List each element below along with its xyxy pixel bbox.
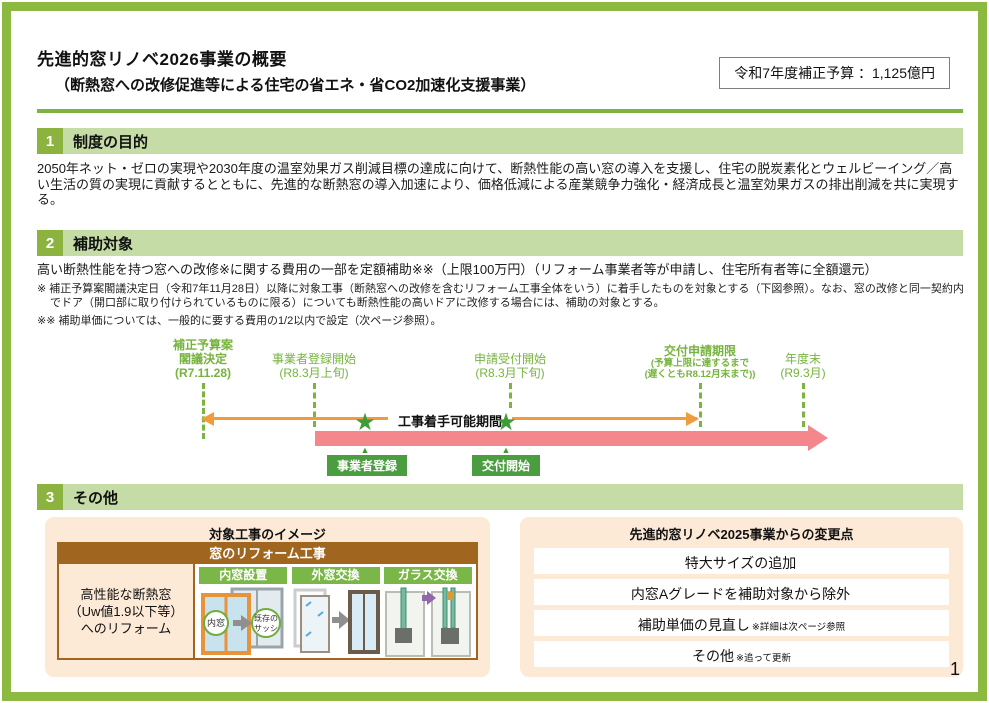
section-1-header: 1 制度の目的	[37, 128, 963, 154]
star-icon: ★	[354, 409, 376, 436]
inner-window-label: 内窓	[207, 617, 225, 628]
section-1-number: 1	[37, 128, 63, 154]
target-works-title: 対象工事のイメージ	[209, 527, 326, 542]
inner-window-illustration: 内窓 既存の サッシ	[201, 587, 284, 655]
page-title: 先進的窓リノベ2026事業の概要	[37, 50, 287, 69]
change-item: その他※追って更新	[534, 641, 949, 667]
up-arrow-icon: ▲	[501, 445, 511, 455]
purple-arrow-icon	[421, 591, 436, 605]
section-3-header: 3 その他	[37, 484, 963, 510]
glass-swap-label: ガラス交換	[383, 567, 472, 584]
window-reform-header: 窓のリフォーム工事	[59, 544, 476, 564]
section-2-title: 補助対象	[73, 235, 134, 253]
high-performance-window-label: 高性能な断熱窓 （Uw値1.9以下等） へのリフォーム	[59, 564, 195, 658]
construction-period-arrow: 工事着手可能期間	[201, 411, 699, 430]
milestone-cabinet-decision: 補正予算案閣議決定(R7.11.28)	[172, 338, 234, 380]
timeline-dash-5	[802, 383, 805, 427]
change-item: 内窓Aグレードを補助対象から除外	[534, 579, 949, 605]
milestone-application-deadline: 交付申請期限(予算上限に達するまで(遅くともR8.12月末まで))	[644, 344, 756, 380]
inner-window-install-label: 内窓設置	[199, 567, 288, 584]
outer-window-swap-label: 外窓交換	[291, 567, 380, 584]
section-3-title: その他	[73, 489, 119, 507]
up-arrow-icon: ▲	[360, 445, 370, 455]
budget-box: 令和7年度補正予算 ：1,125億円	[719, 57, 950, 89]
timeline-dash-3	[509, 383, 512, 427]
section-3-number: 3	[37, 484, 63, 510]
event-grant-start-badge: 交付開始	[471, 455, 541, 476]
star-icon: ★	[495, 409, 517, 436]
inner-window-column: 内窓設置 内窓 既存の サッシ	[199, 567, 288, 658]
timeline-dash-4	[699, 383, 702, 427]
window-reform-table: 窓のリフォーム工事 高性能な断熱窓 （Uw値1.9以下等） へのリフォーム 内窓…	[57, 542, 478, 660]
timeline-dash-1	[202, 383, 205, 439]
section-2-note-2: ※※ 補助単価については、一般的に要する費用の1/2以内で設定（次ページ参照）。	[37, 315, 442, 327]
glass-swap-illustration	[384, 587, 471, 657]
section-1-body: 2050年ネット・ゼロの実現や2030年度の温室効果ガス削減目標の達成に向けて、…	[37, 161, 959, 207]
section-2-body: 高い断熱性能を持つ窓への改修※に関する費用の一部を定額補助※※（上限100万円）…	[37, 262, 878, 277]
changes-panel: 先進的窓リノベ2025事業からの変更点 特大サイズの追加 内窓Aグレードを補助対…	[520, 517, 963, 677]
milestone-application-start: 申請受付開始(R8.3月下旬)	[473, 352, 547, 380]
milestone-registration-start: 事業者登録開始(R8.3月上旬)	[271, 352, 357, 380]
existing-sash-label-1: 既存の	[254, 613, 278, 623]
milestone-fiscal-year-end: 年度末(R9.3月)	[780, 352, 826, 380]
arrowhead-right-icon	[686, 411, 699, 426]
page-subtitle: （断熱窓への改修促進等による住宅の省エネ・省CO2加速化支援事業）	[55, 77, 536, 94]
section-1-title: 制度の目的	[73, 133, 149, 151]
construction-period-label: 工事着手可能期間	[387, 411, 513, 430]
section-2-note-1: ※ 補正予算案閣議決定日（令和7年11月28日）以降に対象工事（断熱窓への改修を…	[37, 283, 964, 309]
section-2-header: 2 補助対象	[37, 230, 963, 256]
pink-arrowhead-icon	[808, 425, 828, 451]
change-item: 補助単価の見直し※詳細は次ページ参照	[534, 610, 949, 636]
arrowhead-left-icon	[201, 411, 214, 426]
section-2-number: 2	[37, 230, 63, 256]
timeline-dash-2	[313, 383, 316, 427]
outer-window-illustration	[293, 588, 380, 654]
outer-window-column: 外窓交換	[291, 567, 380, 658]
change-item: 特大サイズの追加	[534, 548, 949, 574]
glass-swap-column: ガラス交換	[383, 567, 472, 658]
title-divider	[37, 109, 963, 113]
timeline: 補正予算案閣議決定(R7.11.28) 事業者登録開始(R8.3月上旬) 申請受…	[37, 331, 963, 481]
page-number: 1	[949, 659, 960, 679]
changes-title: 先進的窓リノベ2025事業からの変更点	[629, 527, 854, 542]
event-registration-badge: 事業者登録	[326, 455, 408, 476]
existing-sash-label-2: サッシ	[254, 624, 278, 633]
target-works-panel: 対象工事のイメージ 窓のリフォーム工事 高性能な断熱窓 （Uw値1.9以下等） …	[45, 517, 490, 677]
program-period-arrow	[315, 425, 828, 451]
